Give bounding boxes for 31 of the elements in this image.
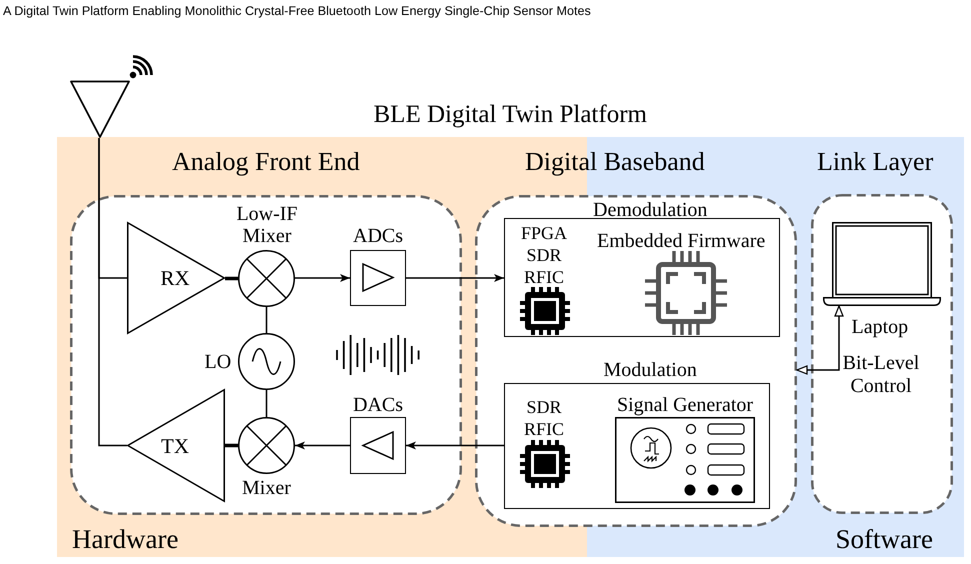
running-header: A Digital Twin Platform Enabling Monolithic Crystal-Free Bluetooth Low Energy Single-Chip Sensor Motes bbox=[3, 3, 591, 20]
connector-line bbox=[225, 444, 238, 448]
connector-line bbox=[98, 138, 127, 446]
block-label: TX bbox=[161, 435, 189, 457]
component-label: FPGA SDR RFIC bbox=[520, 222, 568, 288]
arrow bbox=[406, 442, 504, 450]
component-label: Embedded Firmware bbox=[597, 230, 766, 252]
section-label: Hardware bbox=[72, 523, 178, 555]
group-heading: Link Layer bbox=[817, 147, 934, 177]
arrow bbox=[295, 274, 350, 282]
component-label: Signal Generator bbox=[617, 394, 754, 416]
block-label: Low-IF Mixer bbox=[235, 203, 299, 247]
diagram-title: BLE Digital Twin Platform bbox=[374, 100, 647, 130]
icon-caption: Laptop bbox=[852, 316, 908, 338]
arrow bbox=[796, 305, 844, 375]
arrow bbox=[406, 274, 504, 282]
block-label: DACs bbox=[353, 394, 404, 416]
module-heading: Demodulation bbox=[593, 199, 708, 221]
section-label: Software bbox=[836, 523, 933, 555]
group-heading: Digital Baseband bbox=[525, 147, 705, 177]
component-label: SDR RFIC bbox=[522, 396, 566, 440]
module-heading: Modulation bbox=[604, 359, 697, 381]
connector-line bbox=[266, 390, 268, 417]
block-label: Mixer bbox=[242, 477, 291, 499]
arrow bbox=[295, 442, 350, 450]
connector-line bbox=[266, 307, 268, 333]
block-label: ADCs bbox=[353, 225, 404, 247]
block-label: RX bbox=[160, 267, 190, 289]
block-label: LO bbox=[204, 351, 232, 373]
connector-line bbox=[225, 276, 238, 280]
group-heading: Analog Front End bbox=[172, 147, 360, 177]
